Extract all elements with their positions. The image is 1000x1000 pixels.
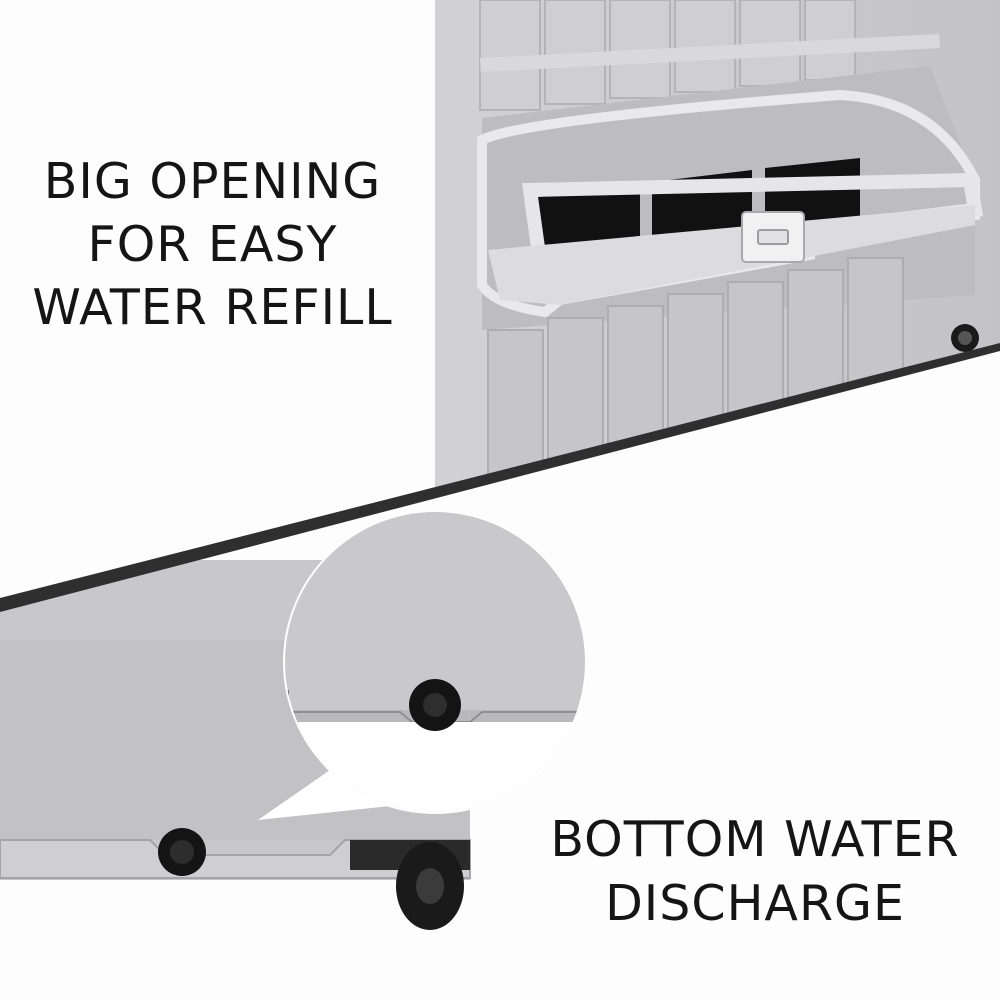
caption-line: BOTTOM WATER xyxy=(550,811,960,868)
divider-stripe xyxy=(0,343,1000,612)
caption-line: DISCHARGE xyxy=(605,875,905,932)
caption-line: WATER REFILL xyxy=(32,279,393,336)
refill-caption: BIG OPENING FOR EASY WATER REFILL xyxy=(20,150,405,339)
caption-line: BIG OPENING xyxy=(43,153,382,210)
caption-line: FOR EASY xyxy=(87,216,338,273)
discharge-caption: BOTTOM WATER DISCHARGE xyxy=(540,808,970,936)
